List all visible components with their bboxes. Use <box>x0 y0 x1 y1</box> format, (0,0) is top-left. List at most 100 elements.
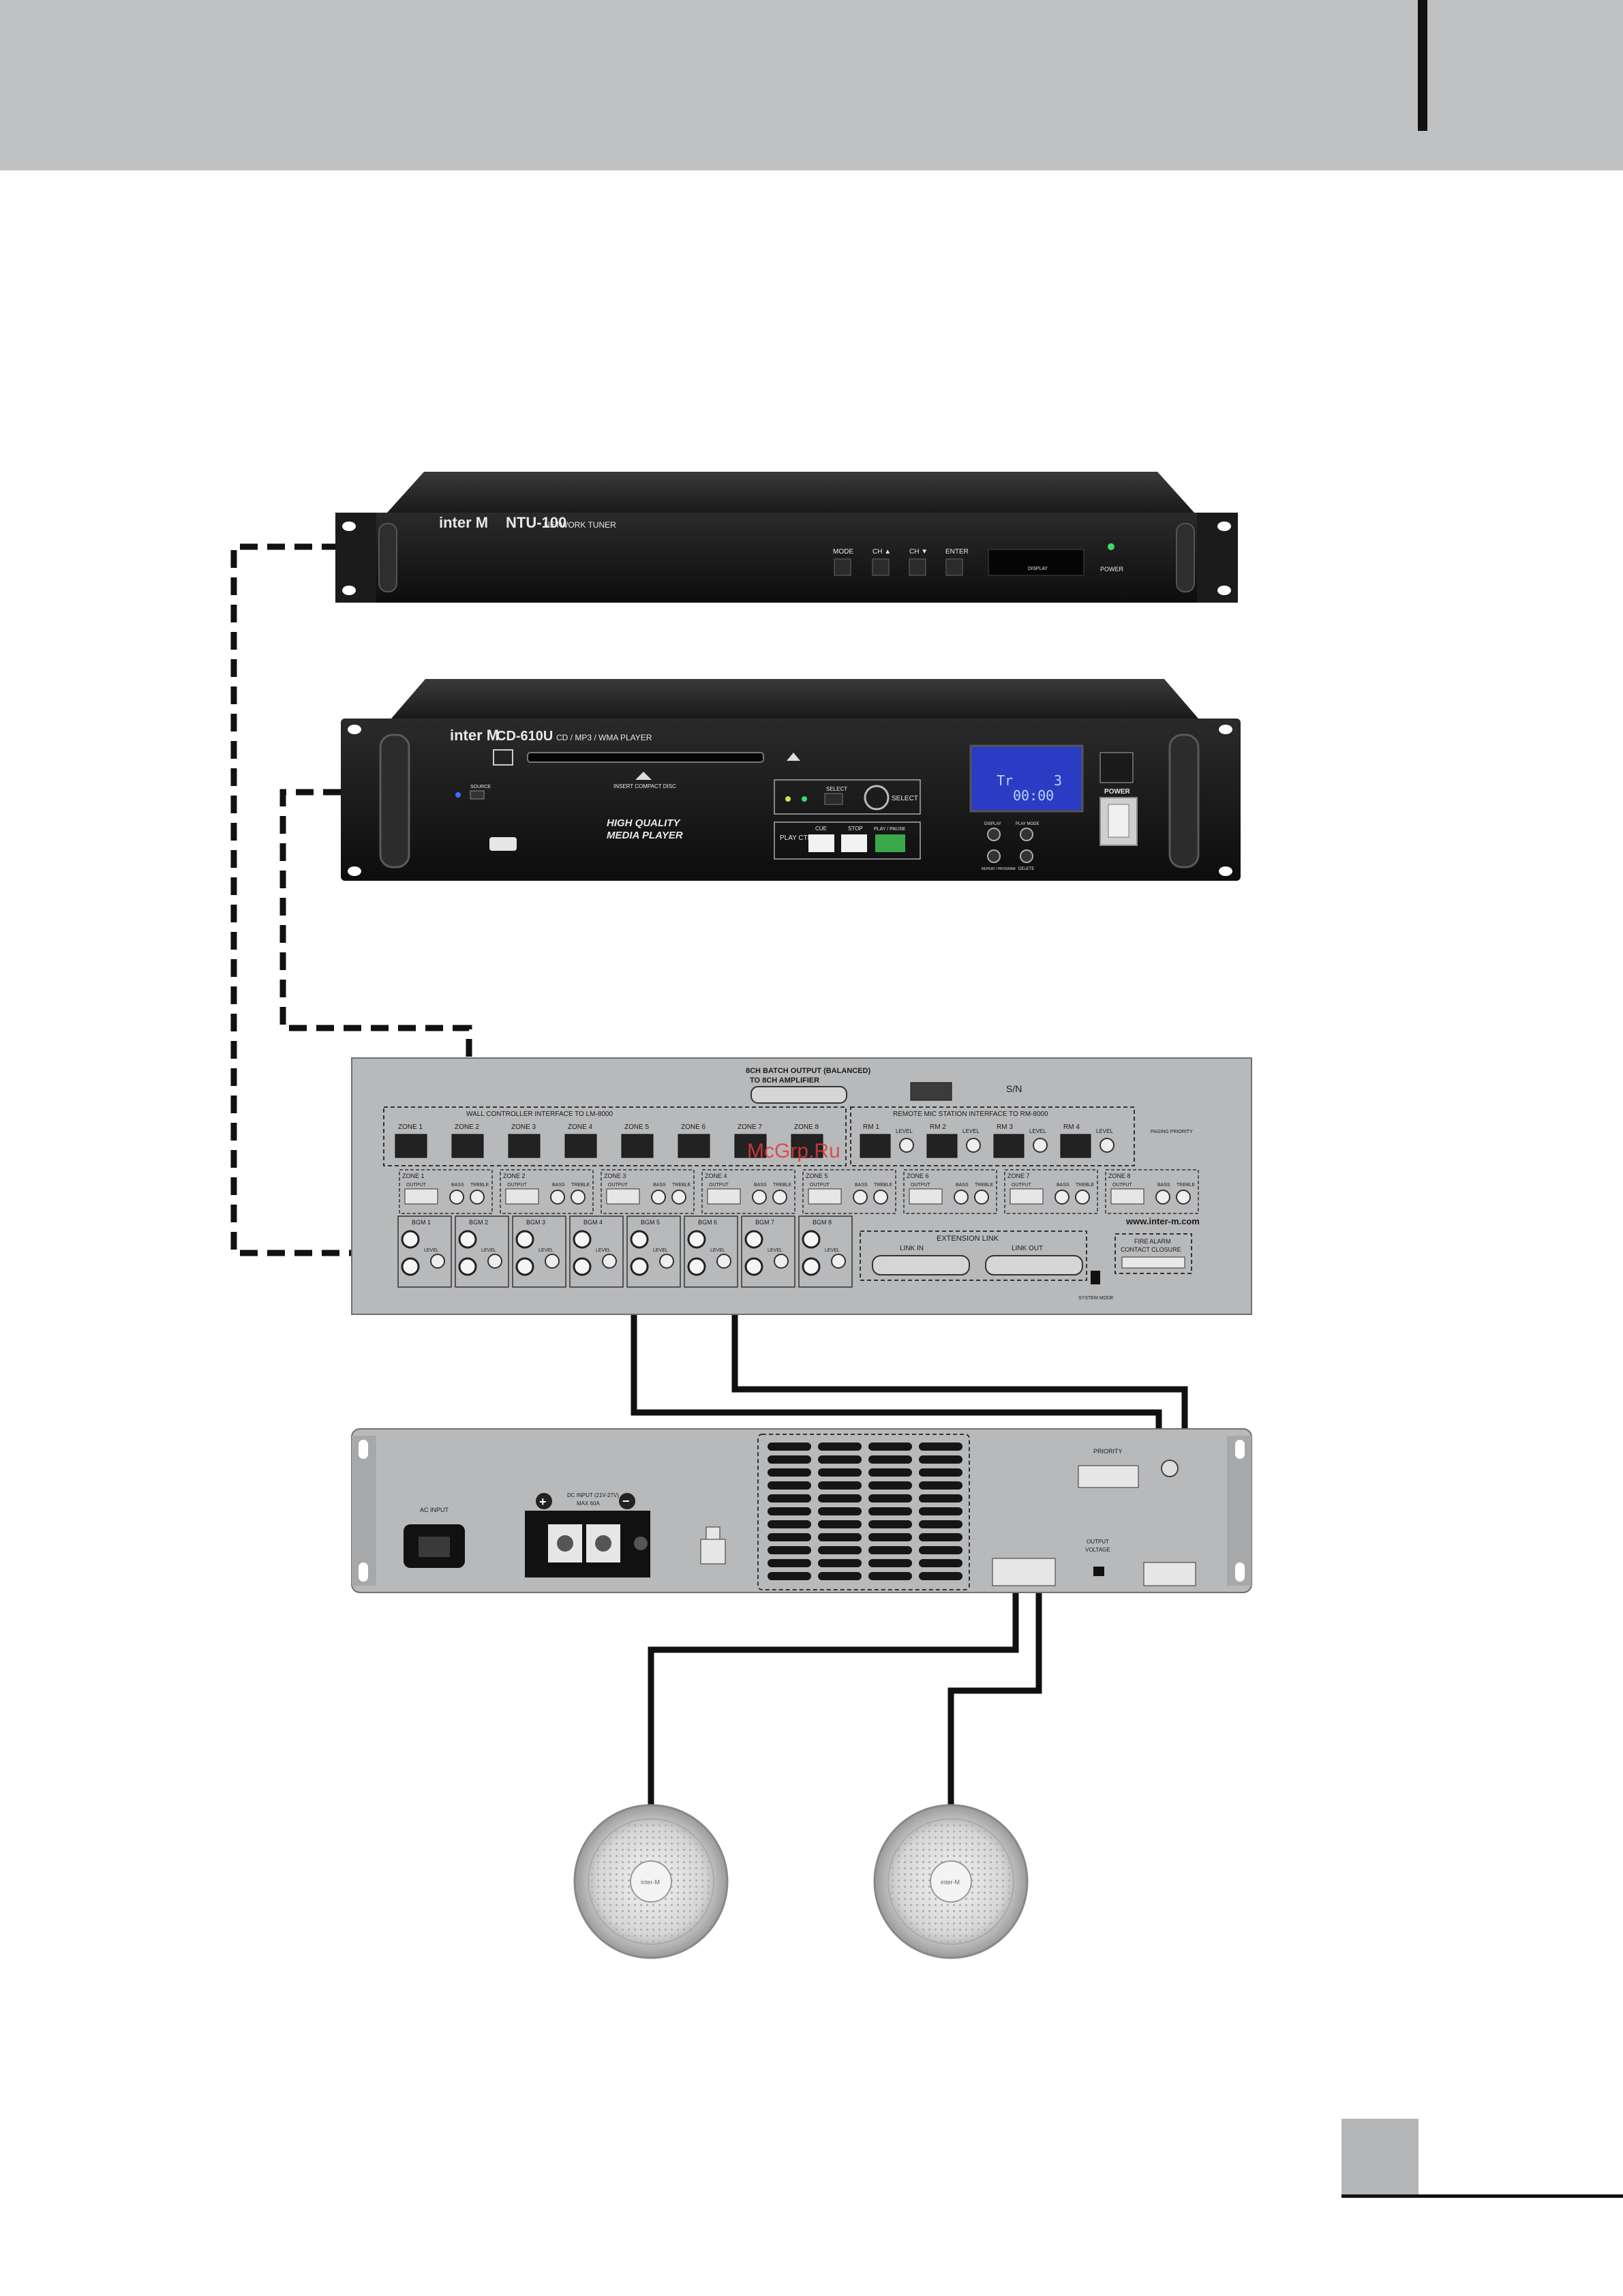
rca-jack[interactable] <box>744 1230 763 1249</box>
bass-knob[interactable] <box>752 1190 767 1205</box>
vent-slot <box>818 1572 862 1580</box>
bass-knob[interactable] <box>449 1190 464 1205</box>
vent-slot <box>818 1468 862 1477</box>
terminal-block[interactable] <box>808 1188 842 1205</box>
rca-jack[interactable] <box>802 1257 821 1276</box>
tuner-chup-button[interactable] <box>872 558 890 576</box>
rj45-port[interactable] <box>564 1134 597 1158</box>
rca-jack[interactable] <box>401 1230 420 1249</box>
cd-display-text-2: 3 <box>1054 772 1062 789</box>
rj45-port[interactable] <box>791 1134 823 1158</box>
link-in-label: LINK IN <box>900 1245 924 1252</box>
bgm-level-knob[interactable] <box>487 1254 502 1269</box>
rca-jack[interactable] <box>687 1230 706 1249</box>
rca-jack[interactable] <box>687 1257 706 1276</box>
treble-knob[interactable] <box>1176 1190 1191 1205</box>
bgm-level-knob[interactable] <box>716 1254 731 1269</box>
bass-knob[interactable] <box>954 1190 969 1205</box>
remote-mic-group <box>850 1106 1135 1166</box>
zone-treble-label: TREBLE <box>773 1183 792 1188</box>
tuner-mode-button[interactable] <box>834 558 851 576</box>
rj45-port[interactable] <box>621 1134 654 1158</box>
cd-stop-button[interactable] <box>841 834 867 852</box>
rj45-port[interactable] <box>860 1134 891 1158</box>
treble-knob[interactable] <box>671 1190 686 1205</box>
tuner-chdown-button[interactable] <box>909 558 926 576</box>
bass-knob[interactable] <box>550 1190 565 1205</box>
bass-knob[interactable] <box>651 1190 666 1205</box>
treble-knob[interactable] <box>571 1190 586 1205</box>
rca-jack[interactable] <box>802 1230 821 1249</box>
rj45-port[interactable] <box>678 1134 710 1158</box>
treble-knob[interactable] <box>772 1190 787 1205</box>
rj45-port[interactable] <box>926 1134 958 1158</box>
rm-level-knob[interactable] <box>966 1138 981 1153</box>
vent-slot <box>868 1442 912 1451</box>
bgm-level-knob[interactable] <box>602 1254 617 1269</box>
terminal-block[interactable] <box>1110 1188 1144 1205</box>
usb-icon[interactable] <box>489 837 517 851</box>
terminal-block[interactable] <box>707 1188 741 1205</box>
treble-knob[interactable] <box>873 1190 888 1205</box>
output-voltage-switch[interactable] <box>1093 1567 1104 1576</box>
cd-top-toggle[interactable] <box>1099 752 1134 783</box>
rj45-port[interactable] <box>1060 1134 1091 1158</box>
rca-jack[interactable] <box>630 1230 649 1249</box>
cd-select-knob[interactable] <box>864 785 890 811</box>
cd-select-button[interactable] <box>824 793 843 805</box>
bgm-level-knob[interactable] <box>831 1254 846 1269</box>
rca-jack[interactable] <box>515 1230 534 1249</box>
cd-eject-button-icon[interactable] <box>787 753 800 761</box>
rj45-port[interactable] <box>508 1134 541 1158</box>
matrix-rear-panel: 8CH BATCH OUTPUT (BALANCED) TO 8CH AMPLI… <box>351 1057 1252 1315</box>
priority-terminal <box>1078 1465 1139 1488</box>
terminal-block[interactable] <box>909 1188 943 1205</box>
system-mode-switch[interactable] <box>1091 1271 1100 1284</box>
treble-knob[interactable] <box>470 1190 485 1205</box>
rca-jack[interactable] <box>630 1257 649 1276</box>
cd-playmode-btn-knob[interactable] <box>1020 828 1033 841</box>
bass-knob[interactable] <box>1155 1190 1170 1205</box>
rj45-port[interactable] <box>993 1134 1025 1158</box>
rca-jack[interactable] <box>744 1257 763 1276</box>
vent-slot <box>768 1442 811 1451</box>
bass-knob[interactable] <box>1055 1190 1070 1205</box>
cd-play-button[interactable] <box>875 834 905 852</box>
rm-level-knob[interactable] <box>899 1138 914 1153</box>
rj45-port[interactable] <box>395 1134 427 1158</box>
rca-jack[interactable] <box>458 1230 477 1249</box>
rm-level-knob[interactable] <box>1099 1138 1114 1153</box>
bgm-level-knob[interactable] <box>659 1254 674 1269</box>
cd-display-btn-knob[interactable] <box>987 828 1001 841</box>
fire-alarm-label-2: CONTACT CLOSURE <box>1121 1246 1181 1253</box>
vent-slot <box>768 1572 811 1580</box>
link-out-connector <box>985 1255 1083 1275</box>
bgm-level-label: LEVEL <box>825 1248 840 1253</box>
cd-repeat-btn-knob[interactable] <box>987 849 1001 863</box>
rca-jack[interactable] <box>401 1257 420 1276</box>
terminal-block[interactable] <box>606 1188 640 1205</box>
terminal-block[interactable] <box>404 1188 438 1205</box>
zone-module <box>903 1169 997 1214</box>
rca-jack[interactable] <box>573 1257 592 1276</box>
treble-knob[interactable] <box>974 1190 989 1205</box>
cd-display-text-1: Tr <box>997 772 1013 789</box>
zone-module-label: ZONE 3 <box>604 1173 626 1179</box>
rj45-port[interactable] <box>734 1134 767 1158</box>
rca-jack[interactable] <box>573 1230 592 1249</box>
treble-knob[interactable] <box>1075 1190 1090 1205</box>
cd-cue-button[interactable] <box>808 834 834 852</box>
handle-right <box>1176 523 1195 592</box>
bgm-level-knob[interactable] <box>774 1254 789 1269</box>
bgm-level-knob[interactable] <box>545 1254 560 1269</box>
terminal-block[interactable] <box>1010 1188 1044 1205</box>
rca-jack[interactable] <box>515 1257 534 1276</box>
tuner-enter-button[interactable] <box>945 558 963 576</box>
bass-knob[interactable] <box>853 1190 868 1205</box>
rca-jack[interactable] <box>458 1257 477 1276</box>
rj45-port[interactable] <box>451 1134 484 1158</box>
rm-level-knob[interactable] <box>1033 1138 1048 1153</box>
bgm-level-knob[interactable] <box>430 1254 445 1269</box>
cd-delete-btn-knob[interactable] <box>1020 849 1033 863</box>
terminal-block[interactable] <box>505 1188 539 1205</box>
